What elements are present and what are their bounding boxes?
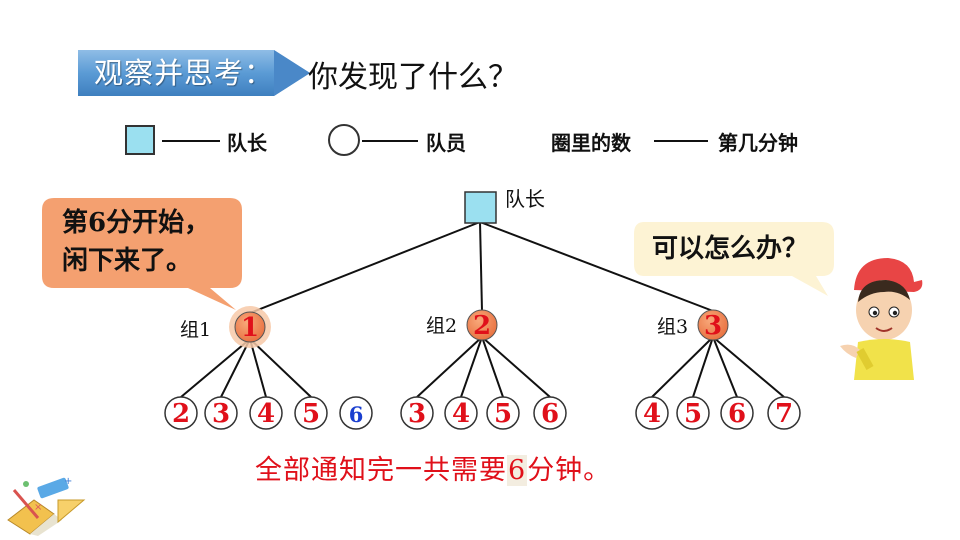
member-circle	[767, 396, 801, 430]
legend-dash	[654, 140, 708, 142]
tree-edge	[249, 338, 312, 398]
member-circle	[164, 396, 198, 430]
legend-number-meaning: 第几分钟	[718, 131, 798, 155]
member-minute-number: 6	[541, 399, 559, 429]
group-label-1: 组1	[180, 319, 212, 341]
group-minute-number: 3	[704, 311, 722, 341]
left-speech-bubble	[42, 198, 242, 310]
member-minute-number: 5	[302, 399, 320, 429]
tree-edge	[249, 338, 267, 398]
member-minute-number: 6	[728, 399, 746, 429]
member-circle	[400, 396, 434, 430]
member-circle	[486, 396, 520, 430]
group-label-3: 组3	[657, 316, 689, 338]
member-circle	[339, 396, 373, 430]
tree-edge	[479, 221, 483, 312]
title-banner-text: 观察并思考：	[94, 56, 275, 90]
left-bubble-line1: 第6分开始，	[62, 208, 211, 238]
tree-edge	[220, 338, 251, 398]
legend-leader-label: 队长	[227, 131, 267, 155]
group-node	[234, 311, 266, 343]
right-speech-bubble	[634, 222, 834, 296]
legend-dash	[162, 140, 220, 142]
member-minute-number: 3	[212, 399, 230, 429]
legend-member-label: 队员	[426, 131, 466, 155]
tree-edge	[180, 338, 251, 398]
member-minute-number: 5	[494, 399, 512, 429]
boy-character-icon	[840, 258, 923, 380]
member-circle	[635, 396, 669, 430]
group-node	[466, 309, 498, 341]
group-node	[697, 309, 729, 341]
tree-edge	[692, 336, 714, 398]
member-minute-number: 7	[775, 399, 793, 429]
legend-dash	[362, 140, 418, 142]
right-bubble-text: 可以怎么办？	[652, 234, 809, 264]
conclusion-highlight: 6	[507, 455, 528, 486]
conclusion-text: 全部通知完一共需要6分钟。	[255, 448, 611, 487]
leader-square	[464, 191, 497, 224]
svg-text:×: ×	[34, 502, 42, 513]
tree-edge	[651, 336, 714, 398]
conclusion-before: 全部通知完一共需要	[255, 455, 507, 486]
member-minute-number: 4	[257, 399, 275, 429]
tree-edge	[416, 336, 483, 398]
tree-edge	[712, 336, 785, 398]
member-minute-number: 6	[349, 402, 364, 427]
legend-member-circle	[328, 124, 360, 156]
svg-text:+: +	[64, 476, 72, 487]
tree-edge	[249, 221, 481, 314]
left-bubble-line2: 闲下来了。	[62, 246, 193, 276]
member-minute-number: 2	[172, 399, 190, 429]
tree-edge	[481, 336, 551, 398]
title-banner-arrow	[78, 50, 310, 96]
member-circle	[720, 396, 754, 430]
member-minute-number: 3	[408, 399, 426, 429]
member-circle	[676, 396, 710, 430]
member-circle	[294, 396, 328, 430]
tree-edge	[479, 221, 714, 312]
tree-edge	[460, 336, 483, 398]
member-minute-number: 4	[643, 399, 661, 429]
member-circle	[533, 396, 567, 430]
member-circle	[249, 396, 283, 430]
group-label-2: 组2	[426, 315, 458, 337]
group-minute-number: 1	[241, 313, 259, 343]
stationery-icon: + ×	[7, 476, 86, 536]
member-circle	[204, 396, 238, 430]
legend-leader-square	[125, 125, 155, 155]
member-minute-number: 5	[684, 399, 702, 429]
group-minute-number: 2	[473, 311, 491, 341]
legend-number-label: 圈里的数	[551, 131, 631, 155]
member-minute-number: 4	[452, 399, 470, 429]
title-question: 你发现了什么？	[308, 60, 518, 95]
member-circle	[444, 396, 478, 430]
tree-edge	[481, 336, 504, 398]
conclusion-after: 分钟。	[527, 455, 612, 486]
leader-label: 队长	[505, 187, 545, 211]
tree-edge	[712, 336, 738, 398]
